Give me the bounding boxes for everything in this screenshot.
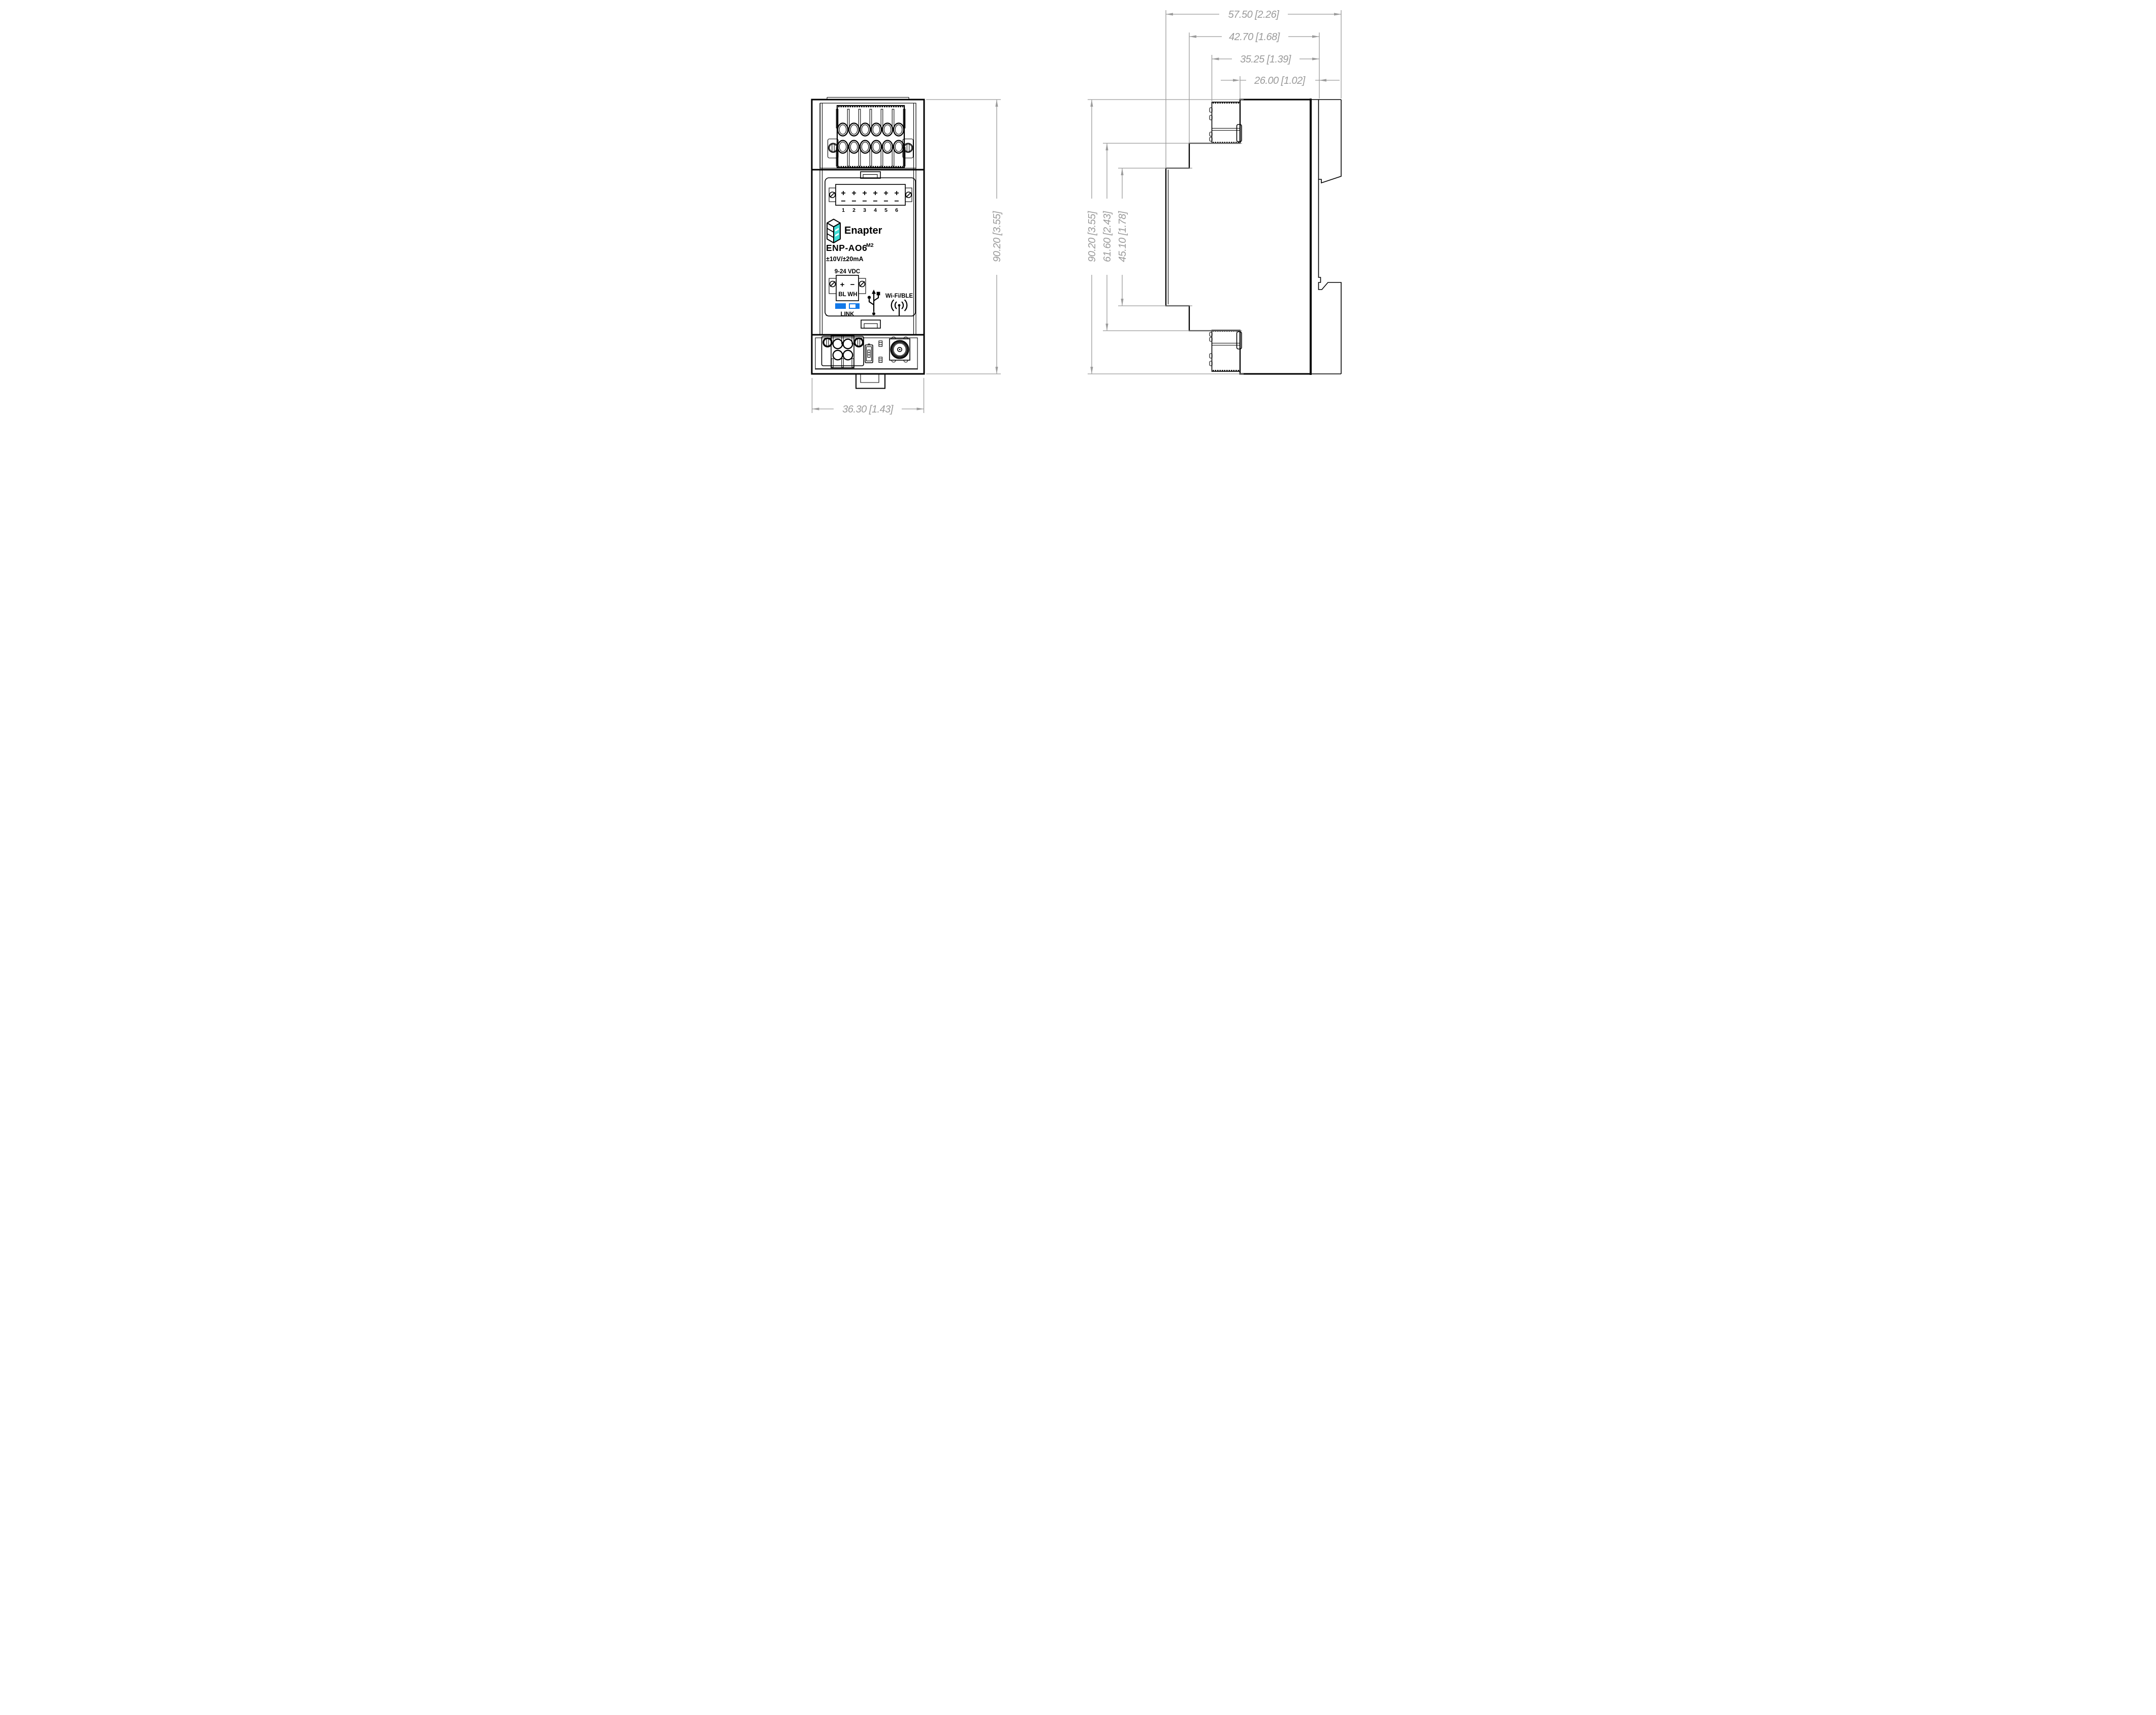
wire-blue-label: BL [838, 292, 846, 298]
dim-side-face-height: 45.10 [1.78] [1117, 168, 1192, 306]
terminal-number: 6 [895, 207, 898, 213]
plus-mark: + [894, 189, 899, 198]
jumper-blocks [878, 340, 882, 363]
plus-mark: + [851, 189, 856, 198]
dim-front-height: 90.20 [3.55] [926, 99, 1003, 374]
plus-mark: + [862, 189, 867, 198]
slotted-screw [853, 337, 864, 347]
wire-white-label: WH [847, 292, 857, 298]
terminal-screws [837, 122, 904, 154]
dim-depth-body: 42.70 [1.68] [1188, 31, 1320, 143]
terminal-number: 3 [863, 207, 866, 213]
usb-icon [867, 290, 880, 315]
slide-switch [864, 343, 873, 363]
minus-mark: − [862, 197, 867, 206]
side-view [1165, 99, 1342, 375]
dim-depth-terminal: 35.25 [1.39] [1211, 54, 1319, 101]
din-rail-flange [1310, 99, 1342, 374]
terminal-number: 2 [852, 207, 855, 213]
power-plus: + [840, 280, 844, 289]
front-view: + + + + + + − − − − − − 1 2 3 4 [811, 97, 925, 389]
power-terminal-block [821, 335, 864, 368]
screw-icon [829, 192, 836, 198]
dim-side-height: 90.20 [3.55] [1087, 99, 1244, 374]
link-label: LINK [840, 311, 854, 317]
dim-depth-body-text: 42.70 [1.68] [1229, 31, 1280, 43]
drawing-sheet: + + + + + + − − − − − − 1 2 3 4 [808, 0, 1348, 429]
dim-side-face-height-text: 45.10 [1.78] [1117, 211, 1128, 262]
antenna-connector [889, 336, 910, 363]
dim-front-height-text: 90.20 [3.55] [992, 211, 1003, 262]
dim-depth-enclosure-text: 26.00 [1.02] [1254, 75, 1306, 86]
model-variant: M2 [866, 242, 874, 248]
terminal-number: 4 [874, 207, 877, 213]
dim-side-step-height-text: 61.60 [2.43] [1102, 211, 1113, 262]
enapter-cube-icon [826, 218, 841, 243]
terminal-separators [836, 109, 905, 167]
side-terminal-bottom [1209, 330, 1242, 372]
io-connector: + + + + + + − − − − − − 1 2 3 4 [828, 184, 912, 213]
screw-icon [905, 192, 912, 198]
side-screw-left [827, 138, 839, 158]
plus-mark: + [841, 189, 845, 198]
plus-mark: + [883, 189, 888, 198]
connector-polarity: + + + + + + − − − − − − [841, 189, 899, 206]
dim-front-width: 36.30 [1.43] [811, 378, 924, 415]
dim-side-step-height: 61.60 [2.43] 61.60 [2.43] [1102, 143, 1242, 331]
side-screw-right [902, 138, 913, 158]
terminal-number: 5 [884, 207, 887, 213]
power-voltage-label: 9-24 VDC [834, 269, 860, 275]
slotted-screw [822, 337, 833, 347]
front-body-outline [811, 99, 925, 375]
dim-front-width-text: 36.30 [1.43] [842, 404, 894, 415]
din-tab [855, 374, 885, 389]
minus-mark: − [883, 197, 888, 206]
dim-depth-terminal-text: 35.25 [1.39] [1240, 54, 1291, 65]
label-panel: + + + + + + − − − − − − 1 2 3 4 [824, 177, 916, 317]
minus-mark: − [851, 197, 856, 206]
antenna-icon [891, 299, 907, 316]
upper-latch [860, 171, 881, 179]
model-label: ENP-AO6 [826, 243, 867, 253]
wireless-label: Wi-Fi/BLE [885, 293, 913, 299]
dimensions: 57.50 [2.26] 42.70 [1.68] 35.25 [1.39] 2… [811, 9, 1342, 415]
link-leds [835, 303, 860, 309]
io-range-label: ±10V/±20mA [826, 256, 863, 263]
minus-mark: − [894, 197, 899, 206]
terminal-number: 1 [842, 207, 845, 213]
dim-depth-total: 57.50 [2.26] [1165, 9, 1342, 168]
dim-depth-enclosure: 26.00 [1.02] [1220, 75, 1340, 99]
dim-depth-total-text: 57.50 [2.26] [1228, 9, 1279, 20]
power-terminal: + − BL WH [828, 275, 866, 301]
lower-latch [860, 320, 881, 329]
led-solid [835, 303, 846, 309]
screw-icon [859, 280, 865, 288]
dim-side-height-text: 90.20 [3.55] [1087, 211, 1098, 262]
brand-wordmark: Enapter [844, 225, 882, 236]
minus-mark: − [873, 197, 877, 206]
screw-icon [829, 280, 836, 288]
top-terminal-block [827, 105, 913, 169]
power-minus: − [850, 280, 854, 289]
terminal-numbers: 1 2 3 4 5 6 [842, 207, 898, 213]
technical-drawing: + + + + + + − − − − − − 1 2 3 4 [811, 9, 1342, 415]
bottom-section [814, 335, 918, 370]
side-terminal-top [1209, 102, 1242, 144]
minus-mark: − [841, 197, 845, 206]
plus-mark: + [873, 189, 877, 198]
